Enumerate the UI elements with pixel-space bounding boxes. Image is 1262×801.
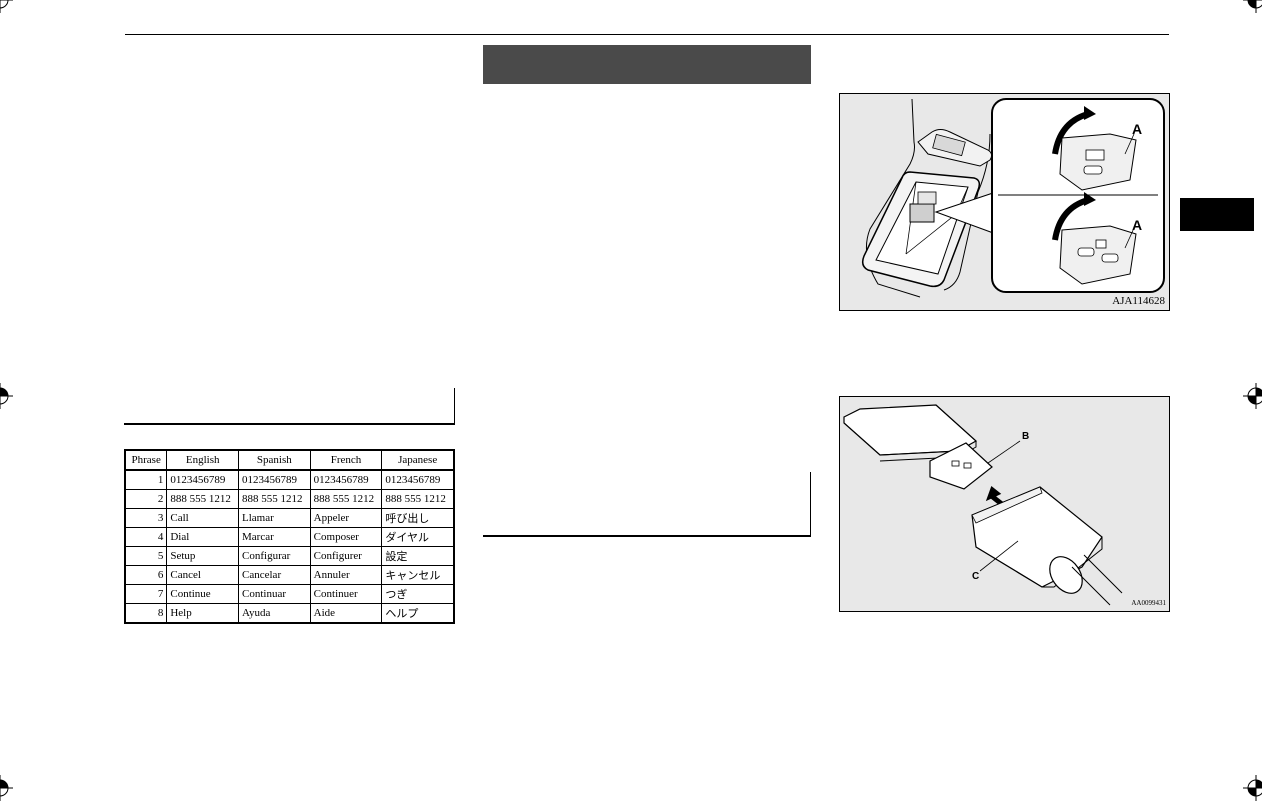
spanish-cell: Configurar: [238, 546, 311, 566]
phrase-number: 4: [124, 527, 168, 547]
phrase-number: 8: [124, 603, 168, 624]
phrase-table: Phrase English Spanish French Japanese 1…: [124, 449, 455, 624]
figure-code: AJA114628: [1112, 295, 1165, 307]
japanese-cell: 0123456789: [381, 469, 455, 490]
registration-mark-mid-left: [0, 383, 13, 409]
french-cell: Continuer: [309, 584, 383, 604]
figure-usb-connection: B C AA0099431: [839, 396, 1170, 612]
console-compartment-illustration: A A: [861, 98, 1165, 298]
english-cell: 888 555 1212: [166, 489, 240, 509]
english-cell: Call: [166, 508, 240, 528]
japanese-cell: ヘルプ: [381, 603, 455, 624]
figure-code: AA0099431: [1131, 599, 1166, 607]
english-cell: Setup: [166, 546, 240, 566]
header-spanish: Spanish: [238, 449, 311, 471]
callout-label-b: B: [1022, 431, 1029, 442]
spanish-cell: Llamar: [238, 508, 311, 528]
callout-label-bottom: A: [1132, 217, 1142, 233]
spanish-cell: Cancelar: [238, 565, 311, 585]
english-cell: Cancel: [166, 565, 240, 585]
phrase-number: 2: [124, 489, 168, 509]
middle-frame-edge: [810, 472, 811, 536]
spanish-cell: Ayuda: [238, 603, 311, 624]
table-row: 3 Call Llamar Appeler 呼び出し: [124, 508, 455, 528]
header-english: English: [166, 449, 240, 471]
spanish-cell: 888 555 1212: [238, 489, 311, 509]
spanish-cell: Marcar: [238, 527, 311, 547]
french-cell: 0123456789: [309, 469, 383, 490]
japanese-cell: 888 555 1212: [381, 489, 455, 509]
japanese-cell: つぎ: [381, 584, 455, 604]
header-rule: [125, 34, 1169, 35]
registration-mark-top-left: [0, 0, 13, 13]
phrase-number: 6: [124, 565, 168, 585]
table-row: 6 Cancel Cancelar Annuler キャンセル: [124, 565, 455, 585]
spanish-cell: 0123456789: [238, 469, 311, 490]
left-frame-edge: [454, 388, 455, 424]
table-row: 4 Dial Marcar Composer ダイヤル: [124, 527, 455, 547]
japanese-cell: 設定: [381, 546, 455, 566]
phrase-number: 5: [124, 546, 168, 566]
japanese-cell: ダイヤル: [381, 527, 455, 547]
middle-section-rule: [483, 535, 811, 537]
header-phrase: Phrase: [124, 449, 168, 471]
callout-label-top: A: [1132, 121, 1142, 137]
english-cell: Continue: [166, 584, 240, 604]
section-heading-bar: [483, 45, 811, 84]
english-cell: Help: [166, 603, 240, 624]
registration-mark-top-right: [1243, 0, 1262, 13]
chapter-tab: [1180, 198, 1254, 231]
english-cell: 0123456789: [166, 469, 240, 490]
japanese-cell: 呼び出し: [381, 508, 455, 528]
spanish-cell: Continuar: [238, 584, 311, 604]
table-row: 1 0123456789 0123456789 0123456789 01234…: [124, 469, 455, 490]
french-cell: 888 555 1212: [309, 489, 383, 509]
callout-label-c: C: [972, 571, 979, 582]
registration-mark-mid-right: [1243, 383, 1262, 409]
table-row: 8 Help Ayuda Aide ヘルプ: [124, 603, 455, 624]
french-cell: Annuler: [309, 565, 383, 585]
japanese-cell: キャンセル: [381, 565, 455, 585]
english-cell: Dial: [166, 527, 240, 547]
phrase-number: 3: [124, 508, 168, 528]
table-row: 2 888 555 1212 888 555 1212 888 555 1212…: [124, 489, 455, 509]
table-header-row: Phrase English Spanish French Japanese: [124, 449, 455, 471]
header-japanese: Japanese: [381, 449, 455, 471]
registration-mark-bottom-left: [0, 775, 13, 801]
usb-connection-illustration: B C: [843, 404, 1123, 606]
phrase-number: 1: [124, 469, 168, 490]
french-cell: Aide: [309, 603, 383, 624]
figure-console-compartment: A A AJA114628: [839, 93, 1170, 311]
registration-mark-bottom-right: [1243, 775, 1262, 801]
header-french: French: [309, 449, 383, 471]
french-cell: Composer: [309, 527, 383, 547]
phrase-number: 7: [124, 584, 168, 604]
table-row: 5 Setup Configurar Configurer 設定: [124, 546, 455, 566]
french-cell: Configurer: [309, 546, 383, 566]
table-row: 7 Continue Continuar Continuer つぎ: [124, 584, 455, 604]
left-section-rule: [124, 423, 455, 425]
french-cell: Appeler: [309, 508, 383, 528]
